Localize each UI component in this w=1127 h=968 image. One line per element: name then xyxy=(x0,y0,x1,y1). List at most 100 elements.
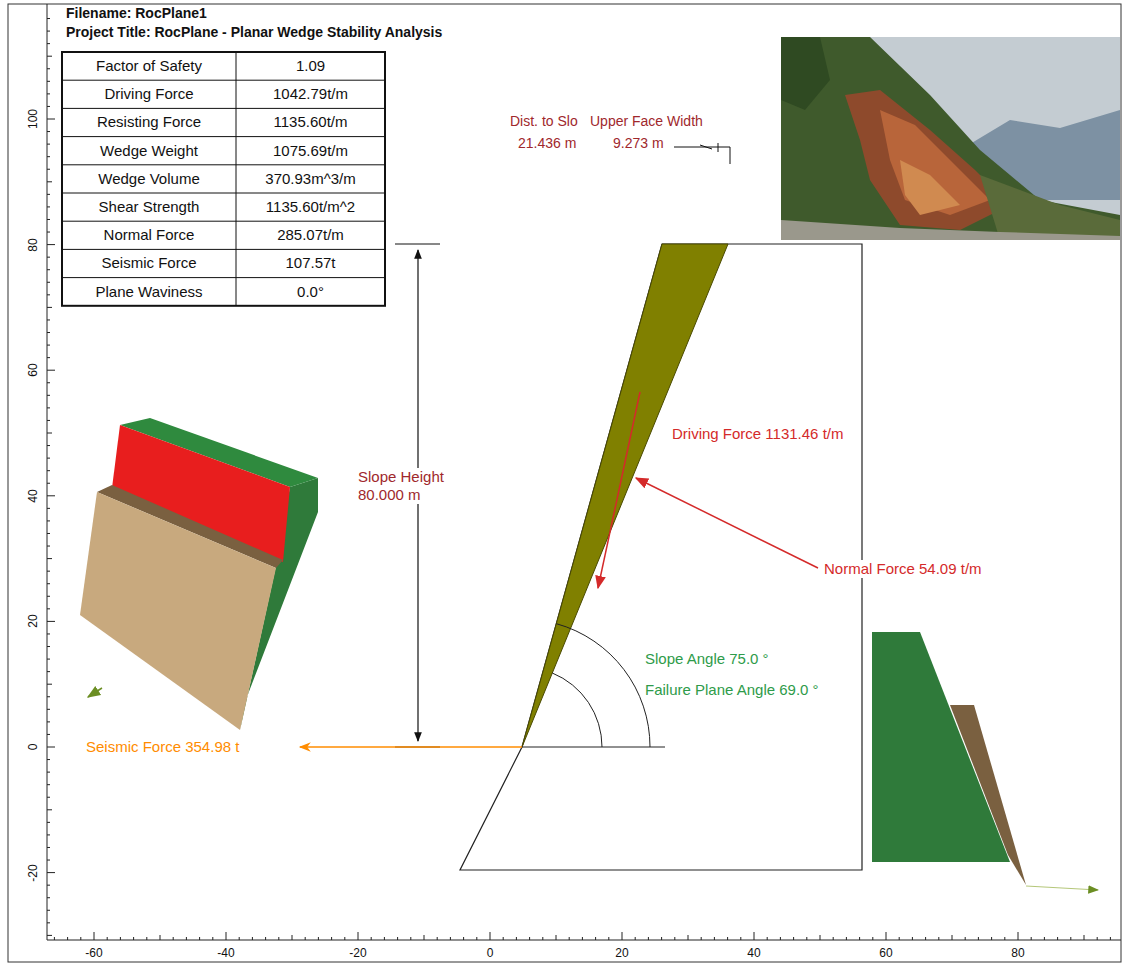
x-tick xyxy=(965,937,966,940)
x-tick xyxy=(133,937,134,940)
x-tick xyxy=(410,937,411,940)
x-tick xyxy=(503,937,504,940)
y-axis-value: 60 xyxy=(24,364,42,377)
results-table xyxy=(62,52,385,306)
y-tick xyxy=(47,395,50,396)
x-tick xyxy=(1097,937,1098,940)
profile-thumbnail xyxy=(872,632,1098,890)
x-axis-value: 60 xyxy=(879,944,892,962)
x-tick xyxy=(661,937,662,940)
table-cell-value: 107.57t xyxy=(285,254,335,272)
x-tick xyxy=(912,937,913,940)
x-tick xyxy=(754,932,755,940)
x-tick xyxy=(582,937,583,940)
x-tick xyxy=(886,932,887,940)
x-tick xyxy=(569,937,570,940)
x-tick xyxy=(265,937,266,940)
plot-frame xyxy=(8,4,1121,962)
y-tick xyxy=(47,18,50,19)
x-tick xyxy=(767,937,768,940)
y-tick xyxy=(47,244,55,245)
y-tick xyxy=(47,797,50,798)
x-tick xyxy=(186,937,187,940)
x-tick xyxy=(978,937,979,940)
y-tick xyxy=(47,759,50,760)
y-tick xyxy=(47,633,50,634)
y-tick xyxy=(47,370,55,371)
x-tick xyxy=(542,937,543,940)
y-tick xyxy=(47,709,50,710)
table-cell-name: Seismic Force xyxy=(101,254,196,272)
x-tick xyxy=(556,935,557,940)
y-tick xyxy=(47,93,50,94)
y-tick xyxy=(47,144,50,145)
y-tick xyxy=(47,470,50,471)
x-tick xyxy=(331,937,332,940)
x-axis-value: 20 xyxy=(615,944,628,962)
x-tick xyxy=(94,932,95,940)
x-tick xyxy=(212,937,213,940)
y-tick xyxy=(47,558,52,559)
table-cell-value: 1075.69t/m xyxy=(273,142,348,160)
y-tick xyxy=(47,533,50,534)
y-tick xyxy=(47,232,50,233)
y-tick xyxy=(47,922,50,923)
y-tick xyxy=(47,809,52,810)
x-axis-value: -20 xyxy=(349,944,366,962)
x-tick xyxy=(635,937,636,940)
x-tick xyxy=(991,937,992,940)
wedge-3d-view xyxy=(80,418,318,730)
x-tick xyxy=(1110,937,1111,940)
x-tick xyxy=(648,937,649,940)
y-tick xyxy=(47,31,50,32)
y-tick xyxy=(47,822,50,823)
y-tick xyxy=(47,721,50,722)
y-tick xyxy=(47,294,50,295)
y-tick xyxy=(47,684,52,685)
x-tick xyxy=(292,935,293,940)
x-tick xyxy=(701,937,702,940)
y-tick xyxy=(47,872,55,873)
x-tick xyxy=(344,937,345,940)
dimension-label: Upper Face Width xyxy=(590,112,703,130)
y-tick xyxy=(47,407,50,408)
x-tick xyxy=(1084,935,1085,940)
x-tick xyxy=(595,937,596,940)
x-axis-value: -60 xyxy=(85,944,102,962)
y-tick xyxy=(47,508,50,509)
y-tick xyxy=(47,495,55,496)
dimension-value: 21.436 m xyxy=(518,134,576,152)
y-tick xyxy=(47,583,50,584)
y-axis-value: 20 xyxy=(24,615,42,628)
y-tick xyxy=(47,847,50,848)
x-tick xyxy=(1070,937,1071,940)
driving-force-arrow xyxy=(598,392,640,588)
x-tick xyxy=(1044,937,1045,940)
y-axis-value: -20 xyxy=(24,864,42,881)
x-tick xyxy=(120,937,121,940)
y-tick xyxy=(47,357,50,358)
y-tick xyxy=(47,885,50,886)
y-tick xyxy=(47,433,52,434)
x-tick xyxy=(872,937,873,940)
table-cell-name: Wedge Weight xyxy=(100,142,198,160)
x-tick xyxy=(450,937,451,940)
y-tick xyxy=(47,860,50,861)
x-tick xyxy=(371,937,372,940)
x-tick xyxy=(384,937,385,940)
y-tick xyxy=(47,747,55,748)
y-tick xyxy=(47,420,50,421)
y-axis-value: 80 xyxy=(24,238,42,251)
x-tick xyxy=(305,937,306,940)
table-cell-name: Wedge Volume xyxy=(98,170,199,188)
x-tick xyxy=(1031,937,1032,940)
y-tick xyxy=(47,269,50,270)
failure-angle-label: Failure Plane Angle 69.0 ° xyxy=(645,681,819,699)
y-tick xyxy=(47,772,50,773)
y-tick xyxy=(47,897,50,898)
x-tick xyxy=(80,937,81,940)
x-tick xyxy=(516,937,517,940)
x-axis-value: 0 xyxy=(487,944,494,962)
x-tick xyxy=(820,935,821,940)
y-tick xyxy=(47,458,50,459)
